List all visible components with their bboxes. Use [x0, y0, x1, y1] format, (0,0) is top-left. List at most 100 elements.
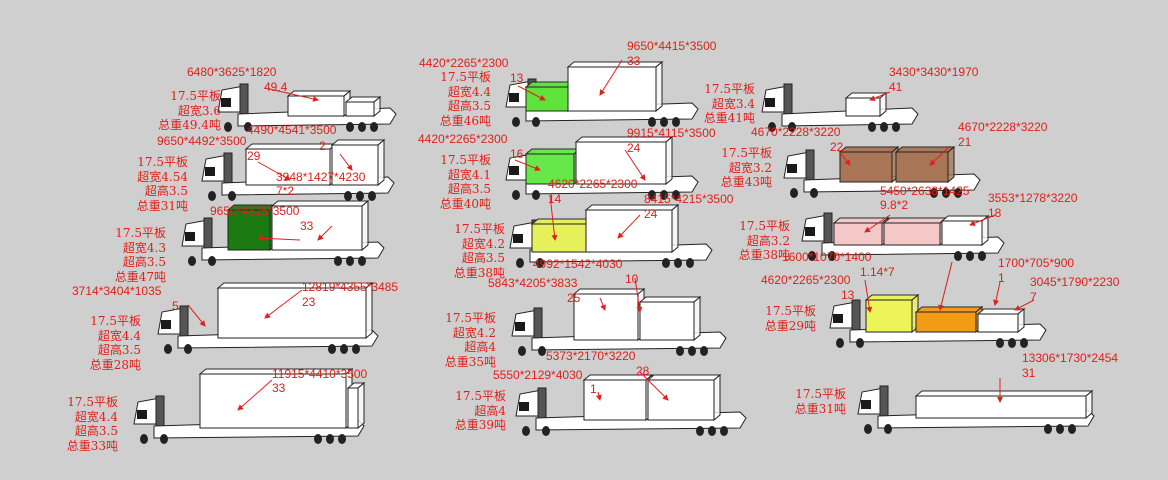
truck-8-height: 超高3.5 [461, 251, 505, 265]
leader-line [264, 87, 319, 102]
leader-line [187, 304, 206, 327]
truck-wheel [674, 258, 682, 268]
truck-wheel [662, 258, 670, 268]
truck-wheel [184, 344, 192, 354]
truck-windshield [861, 400, 871, 409]
truck-3-width: 超宽4.3 [122, 240, 166, 255]
truck-13-info: 17.5平板 超高3.2 总重38吨 [739, 219, 790, 263]
truck-windshield [137, 410, 147, 419]
truck-wheel [358, 122, 366, 132]
cargo-top [524, 148, 582, 155]
cargo-box [287, 95, 345, 117]
truck-wheel [368, 191, 376, 201]
leader-line [595, 391, 602, 401]
t14-cargo-1-dims: 1600*1070*1400 [782, 250, 872, 264]
truck-3-height: 超高3.5 [122, 255, 166, 269]
truck-wheel [708, 426, 716, 436]
truck-11-weight: 总重41吨 [703, 111, 755, 125]
truck-8-width: 超宽4.2 [461, 236, 505, 251]
truck-2-width: 超宽4.54 [137, 169, 188, 184]
t6-cargo-2-note: 33 [627, 54, 641, 68]
truck-10 [515, 373, 747, 436]
truck-wheel [160, 434, 168, 444]
cargo-box [583, 379, 647, 421]
truck-wheel [516, 258, 524, 268]
cargo-top [976, 308, 1026, 315]
cargo-side [357, 381, 365, 430]
truck-headboard [823, 212, 833, 244]
t2-cargo-2-note: 29 [247, 149, 261, 163]
truck-wheel [966, 251, 974, 261]
leader-line [624, 149, 646, 181]
leader-line [864, 214, 891, 233]
truck-5-weight: 总重33吨 [66, 438, 118, 453]
cargo-top [572, 288, 646, 295]
cargo-box [833, 222, 883, 246]
truck-wheel [696, 426, 704, 436]
leader-line [1014, 299, 1035, 311]
cargo-top [524, 81, 576, 88]
truck-headboard [783, 83, 793, 115]
cargo-top [646, 374, 722, 381]
truck-14-weight: 总重29吨 [764, 318, 816, 333]
truck-14-type: 17.5平板 [765, 304, 816, 318]
truck-headboard [239, 83, 249, 115]
truck-wheel [672, 190, 680, 200]
cargo-side [947, 145, 955, 184]
t14-cargo-3-dims: 1700*705*900 [998, 256, 1075, 270]
truck-windshield [519, 402, 529, 411]
truck-13-height: 超高3.2 [746, 233, 790, 248]
truck-5-type: 17.5平板 [67, 395, 118, 409]
truck-wheel [512, 117, 520, 127]
truck-headboard [203, 217, 213, 249]
truck-wheel [672, 117, 680, 127]
truck-wheel [996, 338, 1004, 348]
truck-wheel [1008, 338, 1016, 348]
truck-4-type: 17.5平板 [90, 314, 141, 328]
truck-12-weight: 总重43吨 [720, 175, 772, 189]
truck-7-info: 17.5平板 超宽4.1 超高3.5 总重40吨 [440, 153, 491, 211]
truck-2 [201, 138, 395, 201]
truck-9-weight: 总重35吨 [444, 354, 496, 369]
leader-line [599, 59, 623, 96]
truck-wheel [532, 190, 540, 200]
truck-6-type: 17.5平板 [440, 70, 491, 84]
truck-wheel [1020, 338, 1028, 348]
t11-cargo-1-dims: 3430*3430*1970 [889, 65, 979, 79]
truck-wheel [538, 346, 546, 356]
cargo-side [365, 281, 373, 340]
truck-wheel [810, 188, 818, 198]
t9-cargo-1-dims: 4992*1542*4030 [533, 257, 623, 271]
truck-wheel [930, 188, 938, 198]
t7-cargo-1-note: 16 [510, 147, 524, 161]
t7-cargo-1-dims: 4420*2265*2300 [418, 132, 508, 146]
truck-9-type: 17.5平板 [445, 311, 496, 325]
truck-wheel [188, 256, 196, 266]
truck-4-weight: 总重28吨 [89, 357, 141, 372]
truck-6-info: 17.5平板 超宽4.4 超高3.5 总重46吨 [440, 70, 491, 128]
cargo-top [882, 217, 948, 224]
truck-wheel [864, 424, 872, 434]
truck-6 [505, 60, 699, 127]
t2-cargo-4-dims: 3948*1427*4230 [276, 170, 366, 184]
t8-cargo-1-dims: 4620*2265*2300 [548, 177, 638, 191]
truck-headboard [533, 307, 543, 339]
truck-windshield [205, 167, 215, 176]
leader-line [929, 145, 951, 166]
cargo-top [914, 306, 984, 313]
leader-line [599, 297, 606, 311]
truck-wheel [808, 251, 816, 261]
truck-windshield [515, 322, 525, 331]
cargo-side [655, 60, 663, 113]
cargo-box [915, 311, 977, 333]
leader-line [639, 371, 669, 401]
truck-2-height: 超高3.5 [144, 184, 188, 198]
truck-wheel [340, 344, 348, 354]
cargo-box [865, 299, 913, 333]
cargo-box [845, 97, 881, 117]
truck-wheel [328, 344, 336, 354]
leader-line [514, 159, 541, 171]
t9-cargo-1-note: 10 [625, 272, 639, 286]
truck-windshield [765, 98, 775, 107]
